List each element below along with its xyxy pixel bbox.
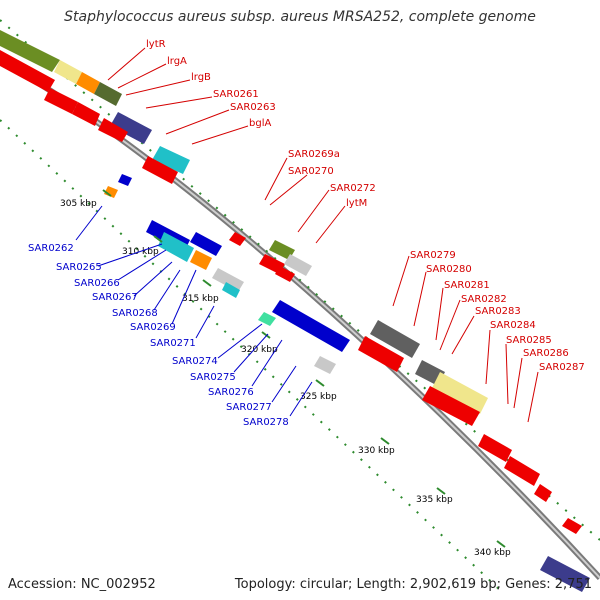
- gene-label: SAR0276: [208, 387, 254, 398]
- gene-label: lrgA: [167, 56, 187, 67]
- gene-label: SAR0283: [475, 306, 521, 317]
- inner-dotted-track: [0, 119, 501, 591]
- gene-label: SAR0275: [190, 372, 236, 383]
- gene-label: SAR0267: [92, 292, 138, 303]
- gene-label: lrgB: [191, 72, 211, 83]
- kbp-ticks: 305 kbp 310 kbp 315 kbp 320 kbp 325 kbp …: [60, 189, 511, 558]
- tick-label: 330 kbp: [358, 446, 395, 456]
- topology-text: Topology: circular; Length: 2,902,619 bp…: [234, 577, 592, 592]
- tick-label: 315 kbp: [182, 294, 219, 304]
- gene-label: SAR0285: [506, 335, 552, 346]
- gene-label: SAR0278: [243, 417, 289, 428]
- gene-label: SAR0271: [150, 338, 196, 349]
- gene-label: SAR0272: [330, 183, 376, 194]
- tick-label: 325 kbp: [300, 392, 337, 402]
- gene-label: bglA: [249, 118, 271, 129]
- forward-strand-genes: [0, 30, 582, 534]
- gene-label: SAR0263: [230, 102, 276, 113]
- gene-label: SAR0269: [130, 322, 176, 333]
- tick-label: 335 kbp: [416, 495, 453, 505]
- gene-label: lytM: [346, 198, 367, 209]
- accession-text: Accession: NC_002952: [8, 577, 156, 592]
- gene-label: SAR0270: [288, 166, 334, 177]
- tick-label: 310 kbp: [122, 247, 159, 257]
- gene-label: SAR0265: [56, 262, 102, 273]
- gene-label: SAR0261: [213, 89, 259, 100]
- reverse-gene-labels: SAR0262 SAR0265 SAR0266 SAR0267 SAR0268 …: [28, 205, 313, 428]
- gene-label: lytR: [146, 39, 166, 50]
- gene-label: SAR0262: [28, 243, 74, 254]
- gene-label: SAR0280: [426, 264, 472, 275]
- gene-label: SAR0268: [112, 308, 158, 319]
- gene-label: SAR0274: [172, 356, 218, 367]
- gene-label: SAR0286: [523, 348, 569, 359]
- gene-label: SAR0282: [461, 294, 507, 305]
- gene-label: SAR0284: [490, 320, 536, 331]
- map-title: Staphylococcus aureus subsp. aureus MRSA…: [64, 9, 536, 25]
- gene-label: SAR0281: [444, 280, 490, 291]
- tick-label: 320 kbp: [241, 345, 278, 355]
- gene-label: SAR0266: [74, 278, 120, 289]
- reverse-strand-genes: [104, 174, 590, 592]
- gene-label: SAR0277: [226, 402, 272, 413]
- gene-label: SAR0269a: [288, 149, 340, 160]
- forward-gene-labels: lytR lrgA lrgB SAR0261 SAR0263 bglA SAR0…: [107, 39, 585, 423]
- tick-label: 340 kbp: [474, 548, 511, 558]
- tick-label: 305 kbp: [60, 199, 97, 209]
- gene-label: SAR0287: [539, 362, 585, 373]
- gene-label: SAR0279: [410, 250, 456, 261]
